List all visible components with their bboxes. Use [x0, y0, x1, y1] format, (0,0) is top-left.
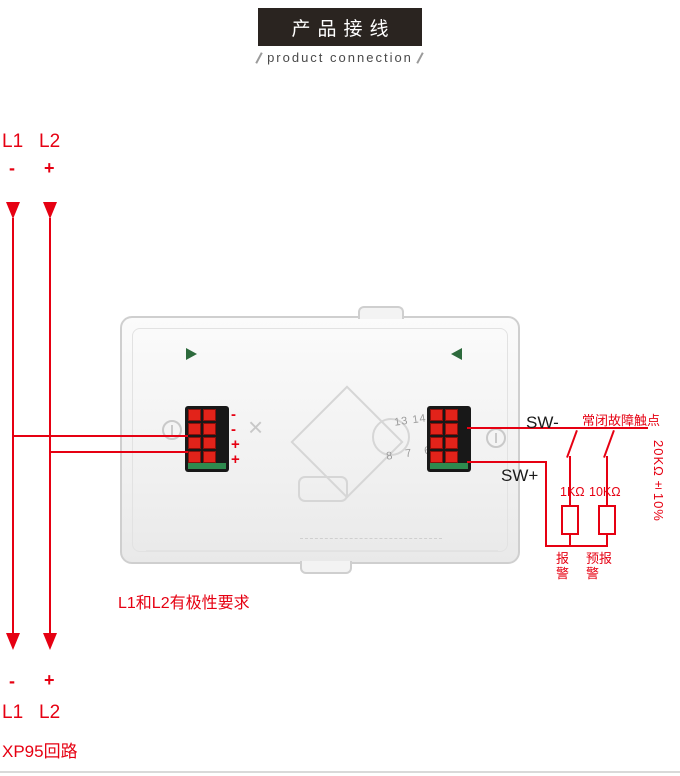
- wire-arrow-top-l1-icon: [6, 202, 20, 219]
- label-resistor-10k: 10KΩ: [589, 485, 621, 499]
- terminal-screw: [203, 451, 216, 463]
- terminal-screw: [188, 423, 201, 435]
- terminal-mark-2: -: [231, 421, 236, 438]
- wire-sw-plus: [467, 461, 547, 463]
- label-minus-bottom: -: [9, 671, 15, 691]
- terminal-screw: [203, 437, 216, 449]
- page-title: 产品接线: [291, 18, 396, 40]
- molded-dashed-line: [300, 538, 442, 539]
- label-minus-top: -: [9, 158, 15, 178]
- wire-bottom-bus: [545, 545, 608, 547]
- label-prealarm: 预报警: [586, 551, 613, 582]
- label-sw-plus: SW+: [501, 466, 539, 485]
- terminal-screw: [445, 423, 458, 435]
- wire-branch-2: [606, 456, 608, 506]
- wire-sw-plus-drop: [545, 461, 547, 547]
- wire-l1-vertical: [12, 218, 14, 635]
- resistor-1kohm: [561, 505, 579, 535]
- resistor-10kohm: [598, 505, 616, 535]
- terminal-screw: [430, 451, 443, 463]
- wire-l2-vertical: [49, 218, 51, 635]
- molded-arrow-left-icon: [186, 348, 197, 360]
- terminal-base-green: [188, 463, 226, 469]
- terminal-mark-4: +: [231, 451, 240, 468]
- molded-baseline: [146, 550, 498, 551]
- contact-blade-1-icon: [566, 430, 578, 458]
- terminal-block-right: [427, 406, 471, 472]
- mounting-tab-bottom: [300, 561, 352, 574]
- wire-branch-1-tail: [569, 534, 571, 547]
- screw-hole-right: [486, 428, 506, 448]
- label-l1-bottom: L1: [2, 702, 24, 723]
- screw-slot-icon: [171, 425, 173, 435]
- label-l1-top: L1: [2, 131, 24, 152]
- terminal-screw: [188, 451, 201, 463]
- terminal-screw: [203, 423, 216, 435]
- label-plus-bottom: +: [44, 670, 55, 690]
- wire-branch-2-tail: [606, 534, 608, 547]
- label-sw-minus: SW-: [526, 413, 559, 432]
- title-banner: 产品接线: [258, 8, 422, 46]
- label-eol-spec: 20KΩ±10%: [651, 440, 666, 522]
- terminal-mark-1: -: [231, 406, 236, 423]
- polarity-note: L1和L2有极性要求: [118, 595, 250, 612]
- terminal-screw: [430, 409, 443, 421]
- terminal-screw: [445, 437, 458, 449]
- terminal-screw: [188, 437, 201, 449]
- wire-arrow-bottom-l2-icon: [43, 633, 57, 650]
- label-nc-fault-contact: 常闭故障触点: [582, 413, 661, 428]
- screw-hole-left: [162, 420, 182, 440]
- terminal-screw: [445, 409, 458, 421]
- molded-slot: [298, 476, 348, 502]
- label-alarm: 报警: [556, 551, 570, 582]
- terminal-screw: [430, 423, 443, 435]
- screw-slot-icon: [495, 433, 497, 443]
- label-l2-bottom: L2: [39, 702, 61, 723]
- wire-l1-branch: [12, 435, 188, 437]
- wire-arrow-top-l2-icon: [43, 202, 57, 219]
- terminal-grid: [188, 409, 216, 463]
- molded-arrow-right-icon: [451, 348, 462, 360]
- molded-circle: [372, 418, 410, 456]
- device-inner-outline: [132, 328, 508, 552]
- label-plus-top: +: [44, 158, 55, 178]
- wire-arrow-bottom-l1-icon: [6, 633, 20, 650]
- label-l2-top: L2: [39, 131, 61, 152]
- terminal-grid: [430, 409, 458, 463]
- wire-sw-minus: [467, 427, 648, 429]
- device-rear-panel: 13 14 15 16 8 7 6 5 ×: [120, 306, 520, 574]
- mounting-tab-top: [358, 306, 404, 319]
- terminal-screw: [188, 409, 201, 421]
- terminal-mark-3: +: [231, 436, 240, 453]
- label-resistor-1k: 1KΩ: [560, 485, 585, 499]
- wire-branch-1: [569, 456, 571, 506]
- label-loop-name: XP95回路: [2, 742, 78, 761]
- terminal-base-green: [430, 463, 468, 469]
- molded-cross-mark: ×: [248, 412, 264, 442]
- page-subtitle: product connection: [267, 50, 413, 65]
- wire-l2-branch: [49, 451, 188, 453]
- terminal-screw: [203, 409, 216, 421]
- page-bottom-divider: [0, 771, 680, 773]
- contact-blade-2-icon: [603, 430, 615, 458]
- terminal-block-left: [185, 406, 229, 472]
- terminal-screw: [430, 437, 443, 449]
- terminal-screw: [445, 451, 458, 463]
